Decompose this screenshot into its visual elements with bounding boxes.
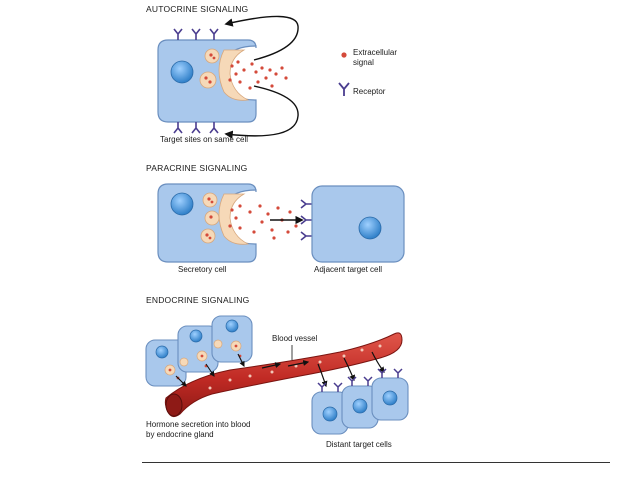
paracrine-signal-dots <box>228 204 298 240</box>
paracrine-heading: PARACRINE SIGNALING <box>146 163 248 173</box>
nucleus-icon <box>170 192 194 216</box>
secretion-arrows <box>175 353 245 387</box>
adjacent-target-cell-caption: Adjacent target cell <box>314 265 383 274</box>
bottom-rule <box>142 462 610 463</box>
blood-vessel <box>164 332 403 418</box>
hormone-secretion-caption: Hormone secretion into blood by endocrin… <box>146 420 251 439</box>
nucleus-icon <box>155 319 239 359</box>
autocrine-arrow-bottom <box>224 85 299 139</box>
vessel-signal-dots <box>208 344 382 390</box>
vesicle-icon <box>199 48 220 89</box>
blood-vessel-label: Blood vessel <box>272 334 318 343</box>
receptor-legend-icon <box>338 82 350 96</box>
autocrine-heading: AUTOCRINE SIGNALING <box>146 4 249 14</box>
autocrine-caption: Target sites on same cell <box>160 135 249 144</box>
signal-legend-label: Extracellular signal <box>353 48 398 67</box>
autocrine-arrow-top <box>224 15 299 61</box>
autocrine-signal-dots <box>228 60 288 90</box>
nucleus-icon <box>322 390 398 422</box>
blood-vessel-opening <box>165 393 183 417</box>
distant-target-cells-caption: Distant target cells <box>326 440 392 449</box>
vesicle-icon <box>200 192 220 244</box>
nucleus-icon <box>358 216 382 240</box>
secretory-cell-caption: Secretory cell <box>178 265 227 274</box>
receptor-legend-label: Receptor <box>353 87 386 96</box>
endocrine-heading: ENDOCRINE SIGNALING <box>146 295 250 305</box>
receptor-icon <box>173 28 219 134</box>
receptor-icon <box>300 199 312 241</box>
nucleus-icon <box>170 60 194 84</box>
paracrine-target-cell <box>311 185 405 263</box>
receptor-icon <box>317 368 403 392</box>
vessel-flow-arrows <box>261 359 310 369</box>
signal-legend-icon <box>341 52 347 58</box>
